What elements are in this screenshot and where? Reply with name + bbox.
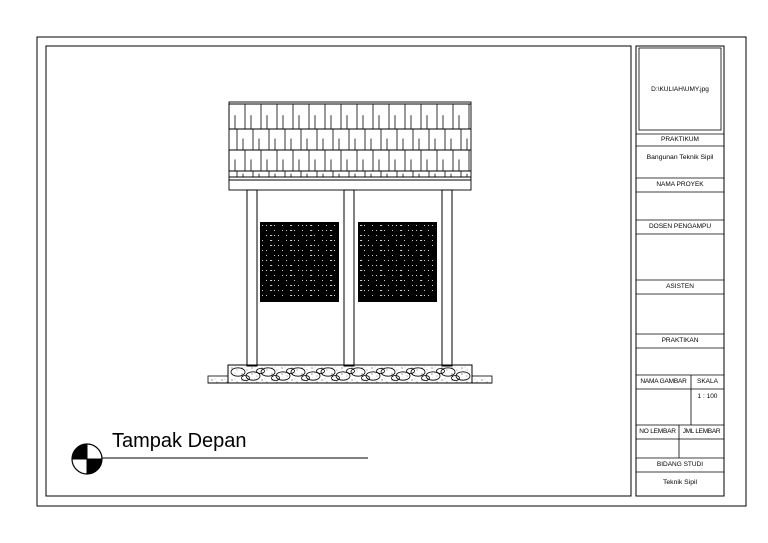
- foundation: [207, 364, 493, 384]
- roof-tiles: [228, 104, 470, 177]
- skala-value: 1 : 100: [697, 393, 718, 400]
- praktikum-value: Bangunan Teknik Sipil: [646, 154, 714, 161]
- drawing-frame: [45, 45, 632, 497]
- bidang-studi-label: BIDANG STUDI: [656, 461, 704, 468]
- nama-gambar-label: NAMA GAMBAR: [640, 378, 687, 385]
- front-elevation: [207, 101, 493, 384]
- view-symbol-icon: [71, 443, 103, 475]
- screen-panel-left: [260, 222, 339, 302]
- title-block-grid: [636, 47, 724, 473]
- asisten-label: ASISTEN: [666, 283, 694, 290]
- drawing-title: Tampak Depan: [112, 430, 247, 452]
- praktikan-label: PRAKTIKAN: [661, 337, 699, 344]
- bidang-studi-value: Teknik Sipil: [663, 479, 697, 486]
- title-block-frame: [635, 45, 725, 497]
- dosen-label: DOSEN PENGAMPU: [648, 223, 712, 230]
- logo-placeholder: D:\KULIAH\UMY.jpg: [651, 86, 709, 93]
- sheet-outer-border: [36, 36, 747, 507]
- jml-lembar-label: JML LEMBAR: [682, 428, 721, 435]
- screen-panel-right: [358, 222, 437, 302]
- skala-label: SKALA: [697, 378, 718, 385]
- praktikum-label: PRAKTIKUM: [661, 136, 699, 143]
- nama-proyek-label: NAMA PROYEK: [656, 181, 704, 188]
- panel-texture: [262, 225, 433, 296]
- no-lembar-label: NO LEMBAR: [639, 428, 676, 435]
